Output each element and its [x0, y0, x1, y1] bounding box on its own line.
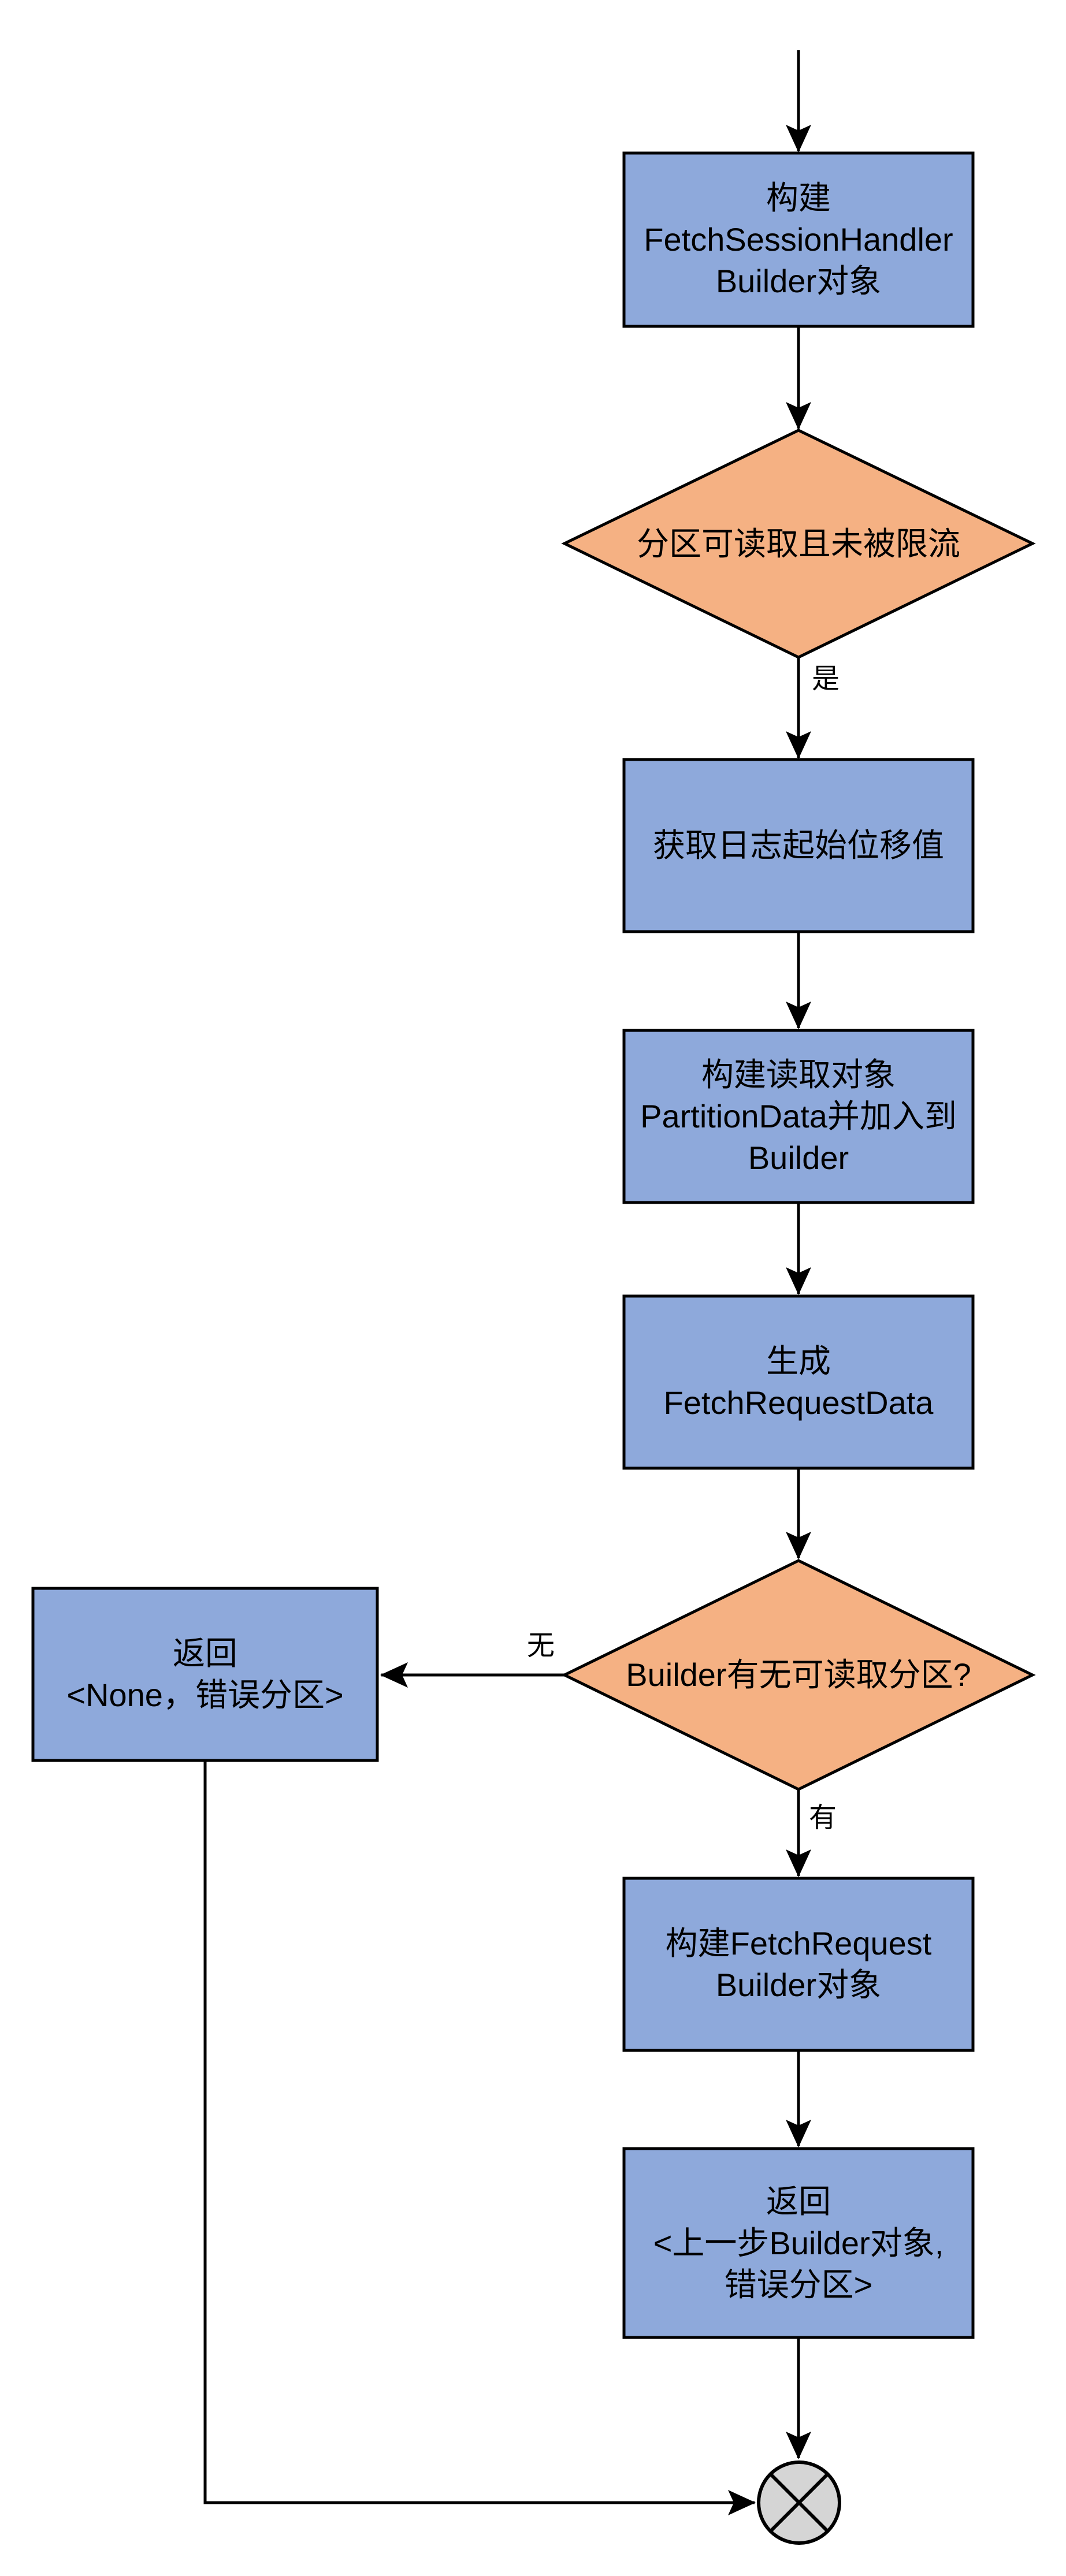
process-box-build-fetch-request-builder [622, 1877, 975, 2052]
process-box-build-partition-data [622, 1029, 975, 1204]
decision-diamond-builder-has-partition [561, 1559, 1036, 1791]
end-terminal [757, 2460, 841, 2545]
decision-diamond-partition-readable [561, 429, 1036, 659]
flow-arrow-return-none-to-end [203, 1760, 756, 2515]
process-box-generate-fetch-request-data [622, 1294, 975, 1470]
end-cross-icon [770, 2473, 829, 2532]
process-box-get-log-start-offset [622, 758, 975, 933]
process-box-return-none-error [31, 1587, 379, 1762]
process-box-build-session-handler [622, 151, 975, 328]
process-box-return-builder-error [622, 2147, 975, 2339]
